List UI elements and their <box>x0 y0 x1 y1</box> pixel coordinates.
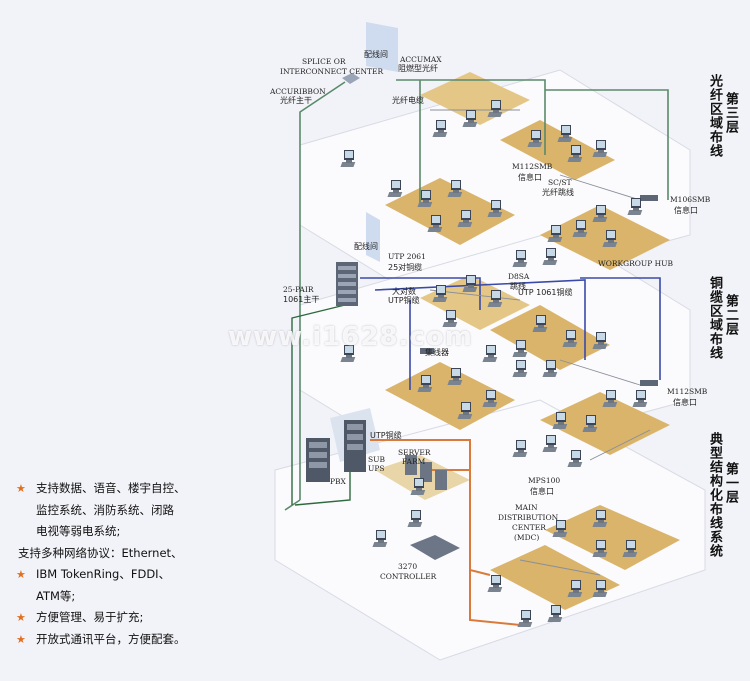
label-m112smb-top: M112SMB <box>512 162 553 171</box>
label-scst: SC/ST <box>548 178 572 187</box>
label-m112smb-mid: M112SMB <box>667 387 708 396</box>
diagram-labels: SPLICE OR INTERCONNECT CENTER 配线间 ACCUMA… <box>269 49 711 581</box>
label-utp1061: UTP 1061铜缆 <box>518 287 572 297</box>
label-fiber-cable: 光纤电缆 <box>392 95 424 105</box>
label-mps100: MPS100 <box>528 476 560 485</box>
label-outlet-2: 信息口 <box>674 205 698 215</box>
label-accuribbon: ACCURIBBON <box>269 87 326 96</box>
pbx-cabinet <box>306 438 330 482</box>
fiber-cabling <box>284 79 669 511</box>
label-pbx: PBX <box>330 477 347 486</box>
feature-line: ★方便管理、易于扩充; <box>14 607 244 629</box>
feature-line: ATM等; <box>36 588 76 603</box>
label-mdc: (MDC) <box>514 533 539 542</box>
label-utp2061: UTP 2061 <box>388 252 426 261</box>
section-floor3-desc: 光纤区域布线 <box>707 74 722 158</box>
feature-line: ★开放式通讯平台，方便配套。 <box>14 629 244 651</box>
label-center: CENTER <box>512 523 546 532</box>
star-icon: ★ <box>16 568 26 581</box>
label-utp25: 25对铜缆 <box>388 262 422 272</box>
feature-line: ★IBM TokenRing、FDDI、 <box>14 564 244 586</box>
star-icon: ★ <box>16 482 26 495</box>
label-hub: 集线器 <box>425 347 449 357</box>
label-bigpair: 大对数 <box>392 286 416 296</box>
label-m106smb: M106SMB <box>670 195 711 204</box>
label-controller: CONTROLLER <box>380 572 437 581</box>
label-accumax-cn: 阻燃型光纤 <box>398 63 438 73</box>
feature-line: 监控系统、消防系统、闭路 <box>36 502 174 517</box>
features-list: ★支持数据、语音、楼宇自控、 监控系统、消防系统、闭路 电视等弱电系统; 支持多… <box>14 478 244 650</box>
distribution-rack-2 <box>336 262 358 306</box>
label-wiring-room-top: 配线间 <box>364 49 388 59</box>
label-controller-num: 3270 <box>398 562 417 571</box>
label-trunk1061: 1061主干 <box>283 294 319 304</box>
label-outlet-3: 信息口 <box>673 397 697 407</box>
label-farm: FARM <box>402 457 426 466</box>
star-icon: ★ <box>16 611 26 624</box>
star-icon: ★ <box>16 632 26 646</box>
label-interconnect: INTERCONNECT CENTER <box>280 67 384 76</box>
wiring-room-wall-2 <box>366 212 380 262</box>
server-farm <box>405 455 447 490</box>
label-accuribbon-cn: 光纤主干 <box>280 95 312 105</box>
label-wiring-room-mid: 配线间 <box>354 241 378 251</box>
label-jumper: 跳线 <box>510 281 526 291</box>
controller-3270 <box>410 535 460 560</box>
section-floor3-title: 第三层 <box>723 92 738 134</box>
label-fiber-jumper: 光纤跳线 <box>542 187 574 197</box>
section-floor1-desc: 典型结构化布线系统 <box>707 432 722 558</box>
label-utp-cable: UTP铜缆 <box>370 430 402 440</box>
label-accumax: ACCUMAX <box>399 55 442 64</box>
work-areas <box>375 72 680 610</box>
section-floor2-title: 第二层 <box>723 294 738 336</box>
wiring-room-wall-3 <box>366 22 398 72</box>
label-d8sa: D8SA <box>508 272 530 281</box>
feature-line: ★支持数据、语音、楼宇自控、 <box>14 478 244 500</box>
label-main: MAIN <box>515 503 538 512</box>
label-splice: SPLICE OR <box>302 57 346 66</box>
label-workgroup-hub: WORKGROUP HUB <box>598 259 674 268</box>
feature-line: 电视等弱电系统; <box>36 524 121 538</box>
label-sub: SUB <box>368 455 385 464</box>
ups-cabinet <box>344 420 366 472</box>
hub-equipment <box>420 195 658 386</box>
section-floor1-title: 第一层 <box>723 462 738 504</box>
label-pair25: 25-PAIR <box>283 285 314 294</box>
watermark: www.i1628.com <box>228 322 473 352</box>
label-ups: UPS <box>368 464 385 473</box>
label-outlet-4: 信息口 <box>530 486 554 496</box>
splice-center <box>342 73 360 84</box>
label-distribution: DISTRIBUTION <box>498 513 559 522</box>
label-utp-copper: UTP铜缆 <box>388 295 420 305</box>
label-outlet-1: 信息口 <box>518 172 542 182</box>
section-floor2-desc: 铜缆区域布线 <box>707 276 722 360</box>
label-server: SERVER <box>398 448 431 457</box>
feature-line: 支持多种网络协议：Ethernet、 <box>18 545 183 560</box>
